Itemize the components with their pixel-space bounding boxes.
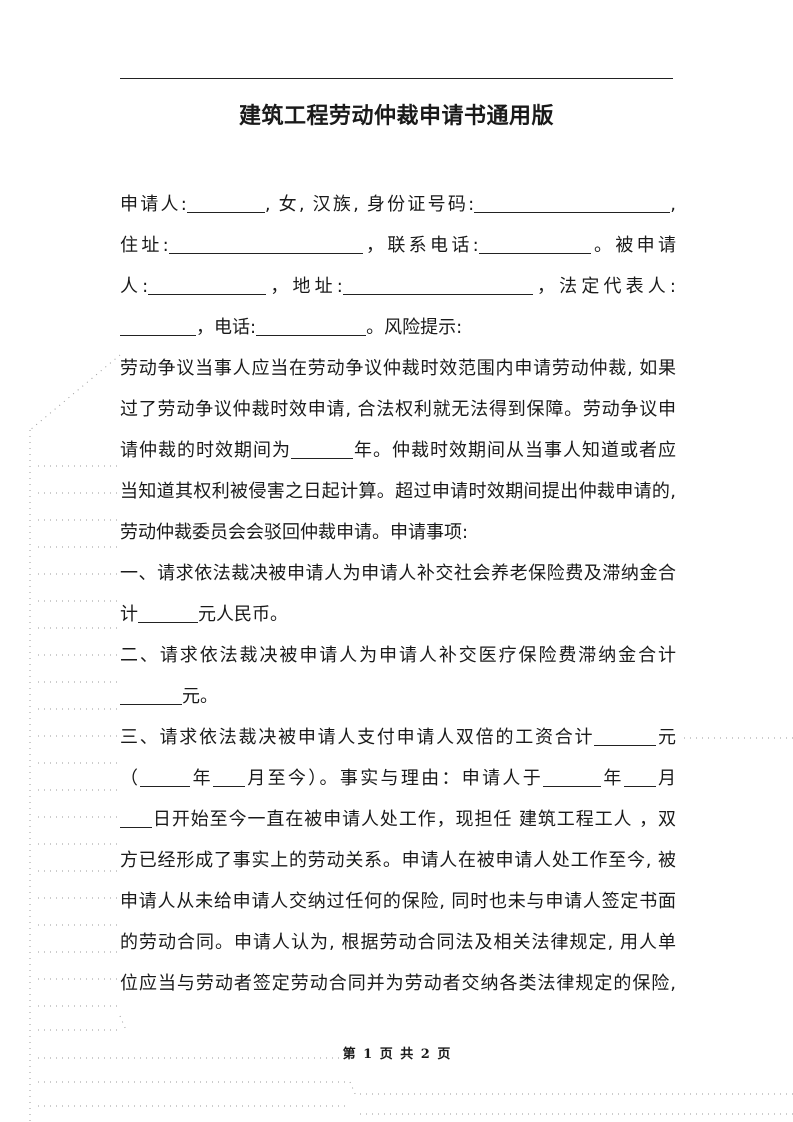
blank-start-month[interactable]: [212, 764, 245, 787]
label-applicant: 申请人:: [120, 194, 187, 215]
body-line: 计元人民币。: [120, 594, 676, 635]
blank-medical-amount[interactable]: [120, 682, 182, 705]
blank-employment-year[interactable]: [543, 764, 602, 787]
page-number-footer: 第 1 页 共 2 页: [342, 1047, 451, 1062]
body-line: 人:，地址:，法定代表人:: [120, 266, 676, 307]
body-line: 日开始至今一直在被申请人处工作，现担任 建筑工程工人 ，双: [120, 799, 676, 840]
blank-employment-month[interactable]: [623, 764, 656, 787]
body-line: 方已经形成了事实上的劳动关系。申请人在被申请人处工作至今, 被: [120, 850, 676, 871]
blank-respondent-address[interactable]: [342, 272, 533, 295]
blank-pension-amount[interactable]: [138, 600, 198, 623]
body-line: 一、请求依法裁决被申请人为申请人补交社会养老保险费及滞纳金合: [120, 563, 676, 584]
body-line: 元。: [120, 676, 676, 717]
body-line: 劳动争议当事人应当在劳动争议仲裁时效范围内申请劳动仲裁, 如果: [120, 358, 676, 379]
blank-id-number[interactable]: [474, 190, 671, 213]
header-rule: [120, 78, 673, 79]
body-line: 的劳动合同。申请人认为, 根据劳动合同法及相关法律规定, 用人单: [120, 932, 676, 953]
blank-respondent-phone[interactable]: [256, 313, 367, 336]
blank-phone[interactable]: [478, 231, 591, 254]
blank-respondent[interactable]: [148, 272, 267, 295]
blank-start-year[interactable]: [140, 764, 191, 787]
blank-employment-day[interactable]: [120, 805, 152, 828]
blank-legal-representative[interactable]: [120, 313, 196, 336]
body-line: 过了劳动争议仲裁时效申请, 合法权利就无法得到保障。劳动争议申: [120, 399, 676, 420]
blank-double-wage-amount[interactable]: [594, 723, 657, 746]
body-line: 二、请求依法裁决被申请人为申请人补交医疗保险费滞纳金合计: [120, 645, 676, 666]
body-line: 当知道其权利被侵害之日起计算。超过申请时效期间提出仲裁申请的,: [120, 481, 676, 502]
body-line: 劳动仲裁委员会会驳回仲裁申请。申请事项:: [120, 522, 469, 543]
blank-address[interactable]: [168, 231, 363, 254]
body-line: 申请人从未给申请人交纳过任何的保险, 同时也未与申请人签定书面: [120, 891, 676, 912]
body-line: 位应当与劳动者签定劳动合同并为劳动者交纳各类法律规定的保险,: [120, 973, 676, 994]
document-title: 建筑工程劳动仲裁申请书通用版: [238, 104, 554, 129]
body-line: （年月至今）。事实与理由：申请人于年月: [120, 758, 676, 799]
body-line: 三、请求依法裁决被申请人支付申请人双倍的工资合计元: [120, 717, 676, 758]
blank-limitation-years[interactable]: [291, 436, 353, 459]
body-line: 请仲裁的时效期间为年。仲裁时效期间从当事人知道或者应: [120, 430, 676, 471]
blank-applicant-name[interactable]: [186, 190, 265, 213]
body-line: ，电话:。风险提示:: [120, 307, 676, 348]
document-body: 申请人:, 女, 汉族, 身份证号码:, 住址:，联系电话:。被申请 人:，地址…: [120, 184, 676, 1004]
body-line: 申请人:, 女, 汉族, 身份证号码:,: [120, 184, 676, 225]
body-line: 住址:，联系电话:。被申请: [120, 225, 676, 266]
